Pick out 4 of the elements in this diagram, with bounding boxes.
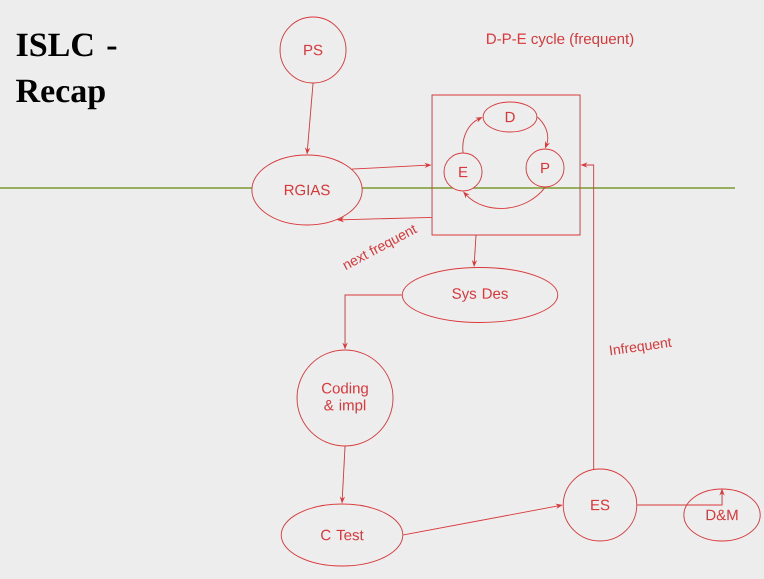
node-label: D-P-E cycle (frequent) [487, 33, 634, 47]
title: ISLC - Recap [16, 34, 116, 110]
edge-label: Infrequent [607, 335, 674, 360]
arrow [463, 187, 546, 209]
